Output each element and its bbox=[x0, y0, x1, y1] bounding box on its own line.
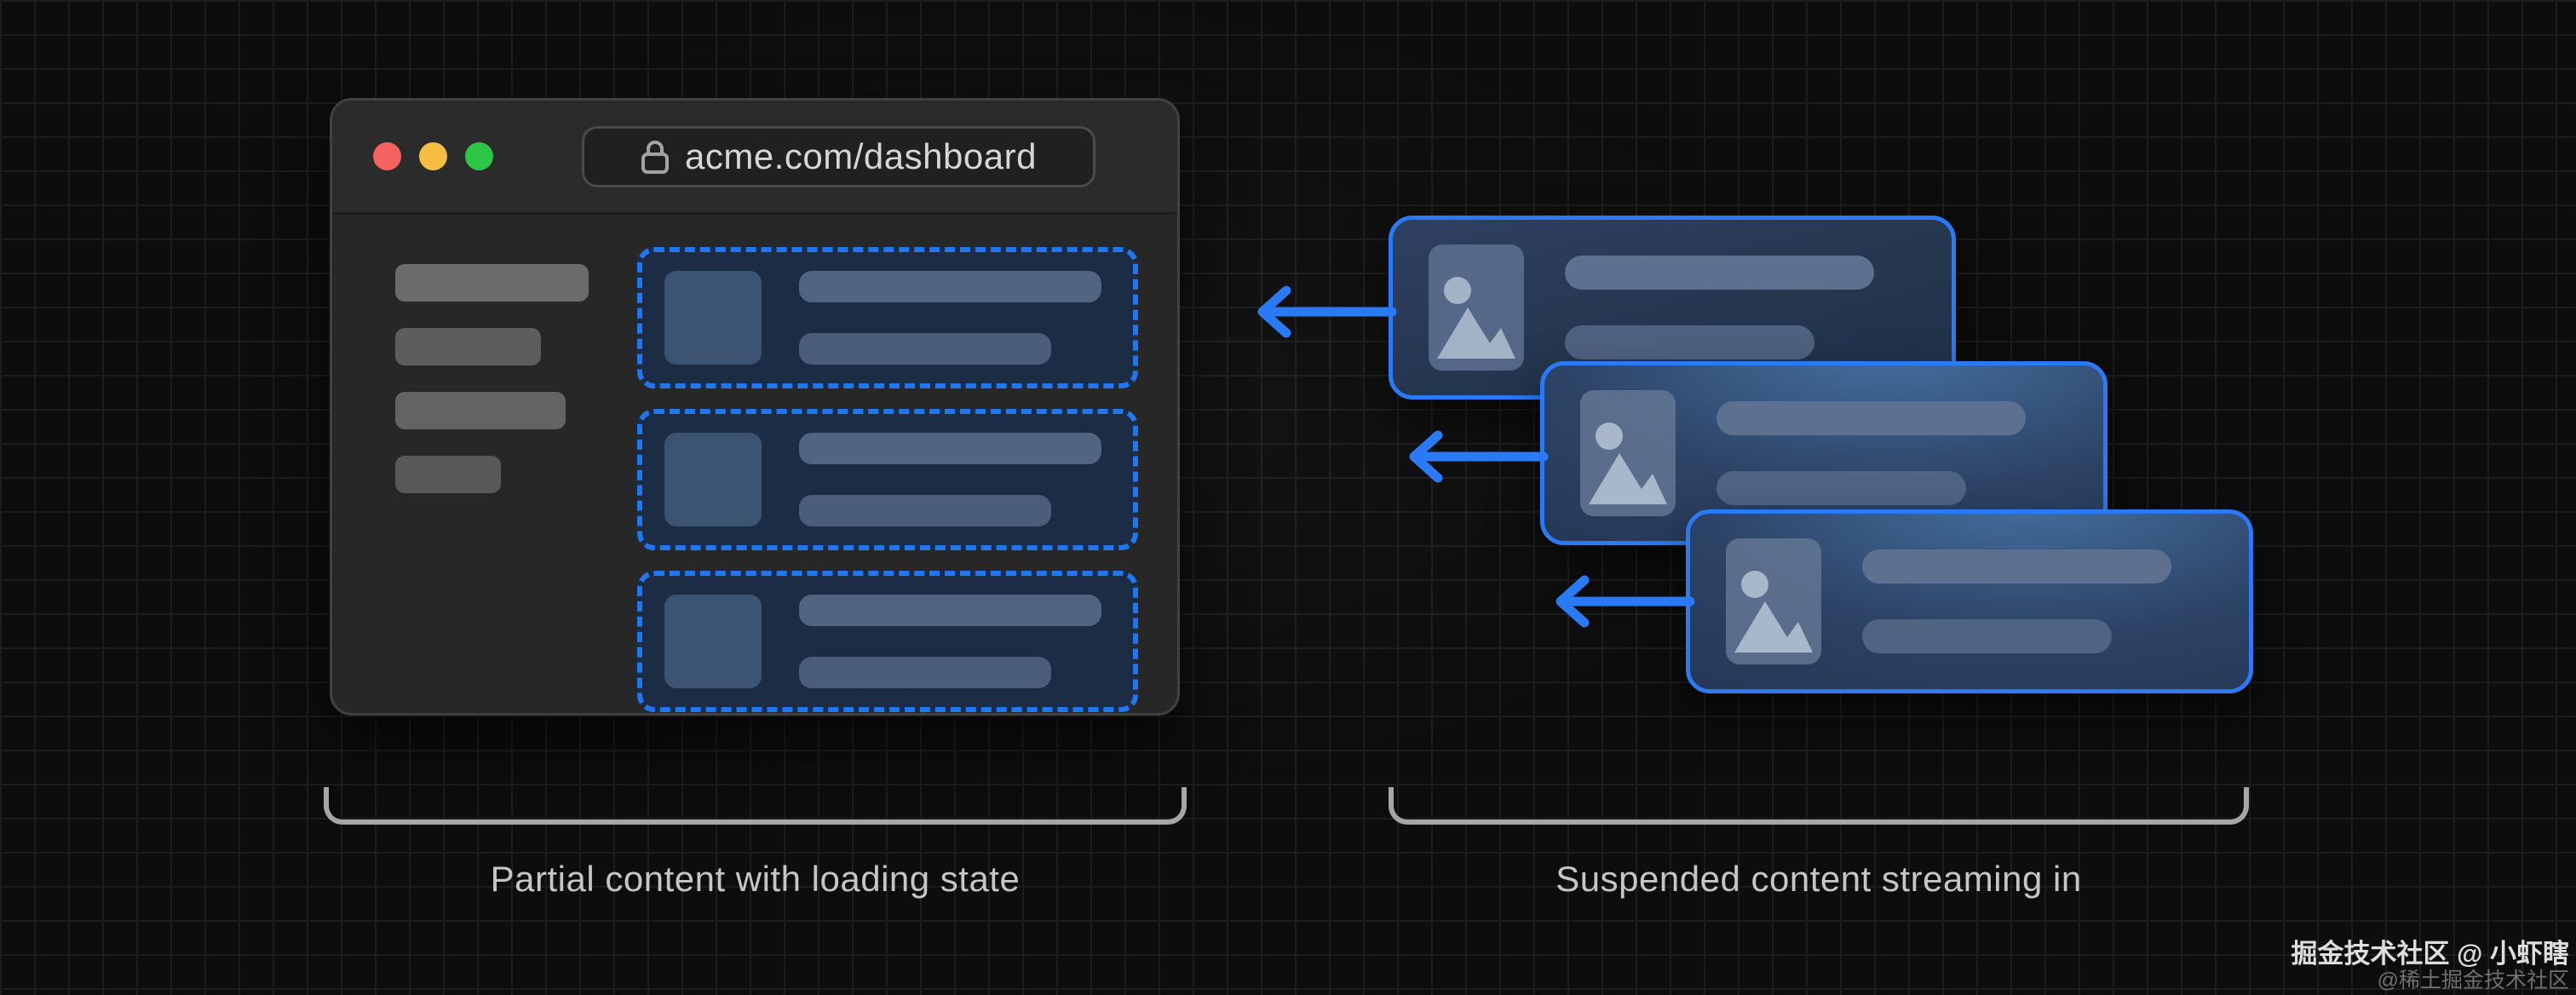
caption-right: Suspended content streaming in bbox=[1555, 859, 2082, 899]
image-placeholder-icon bbox=[1429, 244, 1524, 371]
thumbnail-placeholder bbox=[664, 433, 762, 526]
text-line-placeholder bbox=[799, 657, 1052, 688]
text-line-placeholder bbox=[799, 433, 1102, 464]
url-bar: acme.com/dashboard bbox=[582, 125, 1095, 187]
sidebar-skeleton-bar bbox=[395, 328, 541, 365]
browser-titlebar: acme.com/dashboard bbox=[332, 101, 1177, 215]
arrow-left-icon bbox=[1555, 575, 1695, 628]
browser-content bbox=[332, 215, 1177, 713]
image-placeholder-icon bbox=[1580, 390, 1676, 516]
url-text: acme.com/dashboard bbox=[685, 135, 1037, 176]
traffic-light-yellow-icon bbox=[419, 142, 447, 170]
thumbnail-placeholder bbox=[664, 271, 762, 365]
bracket-right bbox=[1389, 787, 2249, 825]
sidebar-skeleton-bar bbox=[395, 456, 501, 493]
text-line-placeholder bbox=[799, 595, 1102, 626]
lock-icon bbox=[641, 140, 670, 174]
skeleton-card bbox=[637, 571, 1138, 712]
text-line-placeholder bbox=[1862, 619, 2112, 653]
traffic-light-red-icon bbox=[373, 142, 401, 170]
image-placeholder-icon bbox=[1726, 538, 1821, 664]
arrow-left-icon bbox=[1257, 285, 1397, 338]
traffic-lights bbox=[373, 142, 493, 170]
watermark: 掘金技术社区 @ 小虾瞎 @稀土掘金技术社区 bbox=[2291, 939, 2569, 993]
text-line-placeholder bbox=[799, 271, 1102, 302]
watermark-line1: 掘金技术社区 @ 小虾瞎 bbox=[2291, 938, 2569, 969]
browser-window: acme.com/dashboard bbox=[330, 98, 1180, 716]
sidebar-skeleton-bar bbox=[395, 264, 589, 302]
skeleton-card bbox=[637, 247, 1138, 388]
sidebar-skeleton bbox=[395, 247, 591, 693]
caption-left: Partial content with loading state bbox=[490, 859, 1021, 899]
text-line-placeholder bbox=[799, 495, 1052, 526]
arrow-left-icon bbox=[1409, 430, 1549, 483]
text-line-placeholder bbox=[1716, 401, 2026, 435]
text-line-placeholder bbox=[1565, 325, 1814, 359]
bracket-left bbox=[324, 787, 1187, 825]
traffic-light-green-icon bbox=[465, 142, 493, 170]
stream-card bbox=[1389, 216, 1956, 400]
text-line-placeholder bbox=[1565, 256, 1874, 290]
thumbnail-placeholder bbox=[664, 595, 762, 688]
watermark-line2: @稀土掘金技术社区 bbox=[2377, 969, 2569, 993]
text-line-placeholder bbox=[1862, 549, 2171, 584]
sidebar-skeleton-bar bbox=[395, 392, 566, 429]
text-line-placeholder bbox=[799, 333, 1052, 365]
skeleton-card bbox=[637, 409, 1138, 550]
stream-card bbox=[1686, 509, 2253, 693]
skeleton-card-list bbox=[637, 247, 1138, 712]
text-line-placeholder bbox=[1716, 471, 1966, 505]
